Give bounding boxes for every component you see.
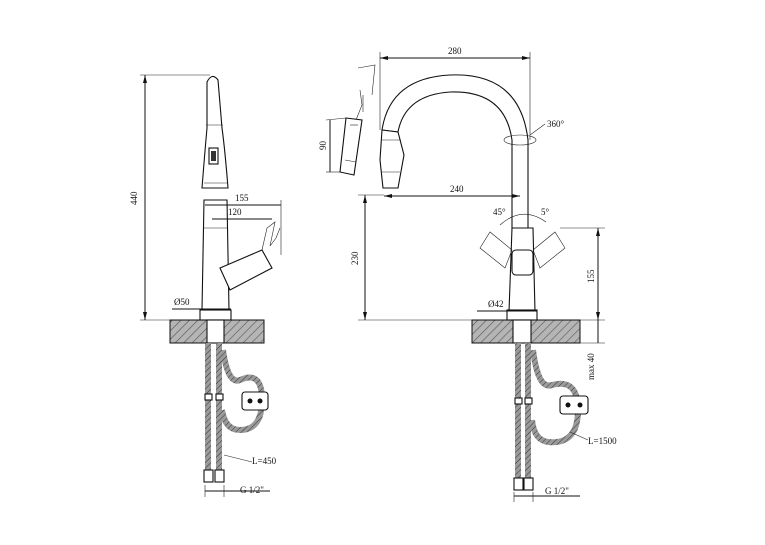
side-spout-reach-label: 155	[235, 193, 249, 203]
front-handle	[511, 249, 534, 276]
front-hose-connector	[559, 395, 589, 415]
side-handle	[219, 249, 273, 291]
front-rotation-label: 360°	[547, 119, 565, 129]
front-spray-height-label: 90	[318, 141, 328, 151]
front-max-thickness-label: max 40	[586, 353, 596, 380]
side-view: 440 155 120 Ø50 L=450 G 1/2"	[129, 74, 282, 497]
front-handle-height-label: 155	[586, 269, 596, 283]
front-handle-angle-left: 45°	[493, 207, 506, 217]
front-spout-arc	[381, 74, 529, 229]
side-handle-reach-label: 120	[228, 207, 242, 217]
side-base	[199, 309, 232, 321]
side-body	[201, 199, 230, 311]
side-spray-button-inner	[211, 151, 216, 161]
side-thread-label: G 1/2"	[240, 485, 264, 495]
side-base-diameter-label: Ø50	[174, 297, 190, 307]
front-base-diameter-label: Ø42	[488, 299, 504, 309]
front-hose-length-label: L=1500	[588, 436, 617, 446]
front-spout-reach-label: 240	[450, 184, 464, 194]
front-handle-left-position	[479, 231, 513, 269]
front-spray-head	[379, 129, 405, 189]
side-hose-loop	[219, 349, 266, 434]
front-view: 90 360° 45° 5° 280	[318, 46, 617, 502]
front-height-label: 230	[350, 251, 360, 265]
side-hose-length-label: L=450	[252, 456, 277, 466]
front-handle-angle-right: 5°	[541, 207, 550, 217]
front-width-label: 280	[448, 46, 462, 56]
side-spout	[201, 75, 229, 189]
front-spray-detail: 90	[318, 64, 376, 176]
side-height-label: 440	[129, 191, 139, 205]
front-thread-label: G 1/2"	[545, 486, 569, 496]
front-handle-right-position	[532, 231, 566, 269]
side-hose-connector	[241, 391, 269, 411]
